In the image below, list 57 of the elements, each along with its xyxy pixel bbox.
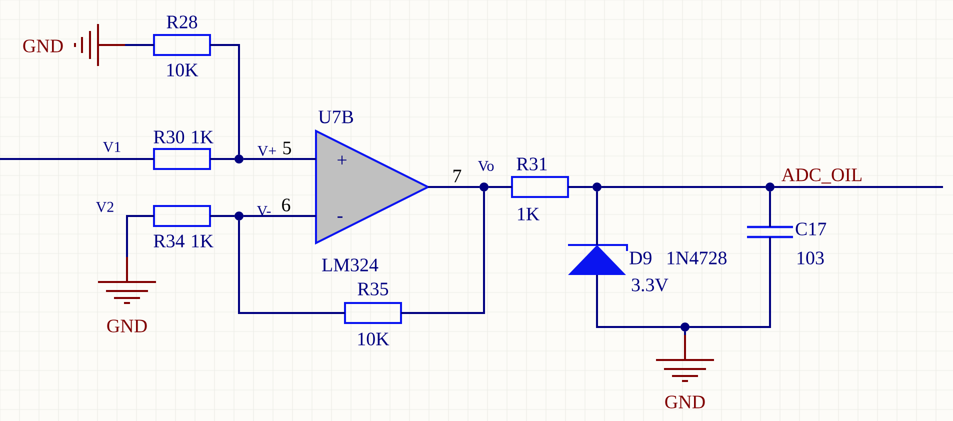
wire (684, 332, 686, 335)
part-value: 1K (518, 208, 540, 220)
net-label: ADC_OIL (782, 168, 862, 184)
part-value: 1K (192, 234, 214, 248)
pin-sign: + (338, 156, 346, 164)
wire (244, 215, 316, 217)
net-label: V2 (96, 202, 114, 212)
wire (428, 186, 480, 188)
pin-number: 7 (454, 170, 462, 182)
part-value: 10K (167, 64, 198, 76)
net-label: GND (665, 396, 705, 408)
net-label: GND (23, 40, 63, 52)
part-value: 10K (358, 332, 390, 346)
junction-dot (680, 322, 690, 332)
wire (690, 237, 771, 328)
wire (596, 192, 598, 245)
part-label: R35 (358, 282, 388, 296)
part-value: 1K (192, 130, 214, 144)
wire (596, 275, 680, 328)
wire (210, 44, 240, 154)
wire (488, 186, 512, 188)
wire (125, 44, 154, 46)
part-value: 3.3V (632, 278, 668, 292)
part-value: 103 (798, 252, 824, 264)
part-label: R30 (154, 130, 184, 144)
part-label: U7B (318, 110, 354, 124)
junction-dot (766, 182, 774, 192)
net-label: V+ (258, 146, 276, 156)
part-label: D9 (630, 252, 652, 264)
wire (126, 215, 154, 257)
pin-sign: - (338, 216, 342, 218)
pin-number: 6 (282, 198, 290, 212)
wire (238, 220, 345, 314)
junction-dot (234, 154, 244, 164)
part-label: C17 (796, 222, 826, 236)
wire (568, 186, 592, 188)
junction-dot (480, 182, 488, 192)
junction-dot (592, 182, 602, 192)
wire (244, 158, 316, 160)
net-label: Vo (478, 160, 494, 172)
wire (769, 192, 771, 227)
wire (602, 186, 766, 188)
pin-number: 5 (283, 142, 291, 154)
part-value: LM324 (322, 258, 378, 272)
wire (774, 186, 943, 188)
wire (401, 192, 485, 314)
part-label: R28 (166, 16, 198, 28)
part-label: R34 (154, 234, 185, 248)
net-label: V1 (103, 142, 120, 152)
part-value: 1N4728 (668, 252, 726, 264)
wire (210, 158, 234, 160)
junction-dot (234, 212, 244, 220)
net-label: GND (107, 320, 147, 332)
net-label: V- (256, 206, 271, 216)
wire (210, 215, 234, 217)
wire (0, 158, 154, 160)
part-label: R31 (516, 158, 547, 170)
